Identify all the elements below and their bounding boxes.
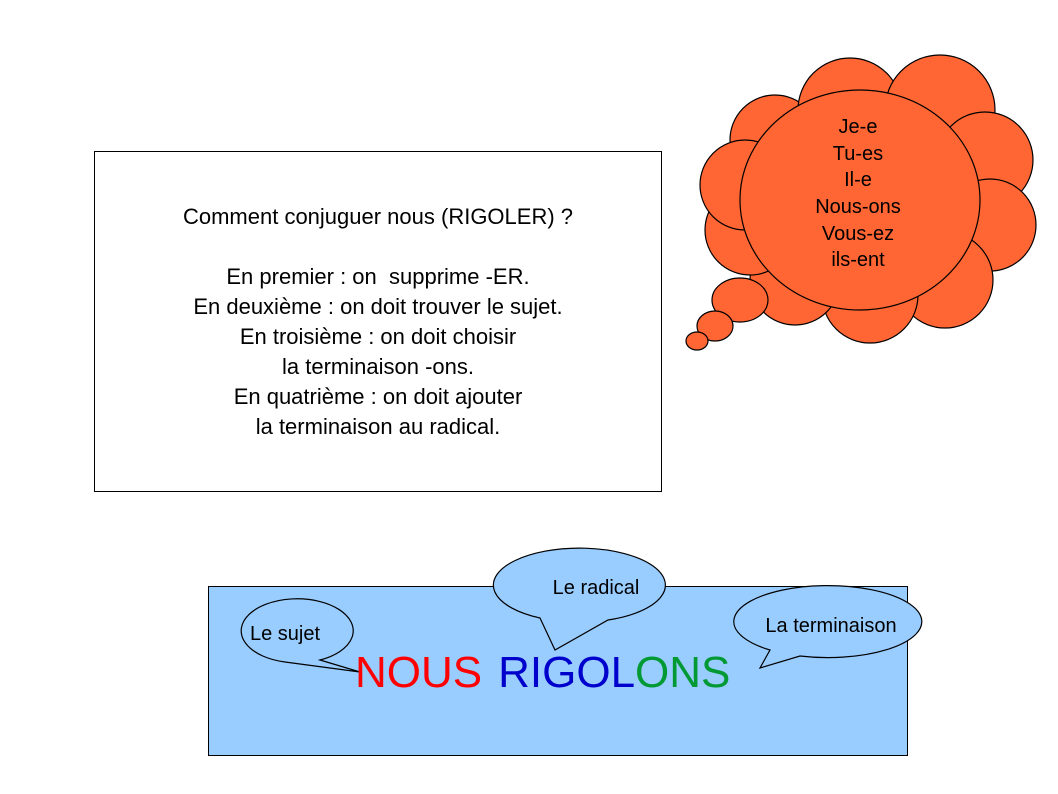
step-2: En deuxième : on doit trouver le sujet. [193, 294, 563, 319]
step-3-continued: la terminaison -ons. [282, 354, 474, 379]
callout-subject-label: Le sujet [250, 623, 320, 645]
step-4-continued: la terminaison au radical. [255, 414, 501, 439]
callout-ending-label: La terminaison [765, 615, 896, 637]
instructions-steps: En premier : on supprime -ER. En deuxièm… [95, 262, 661, 442]
subject-word: NOUS [355, 648, 482, 697]
endings-list: Je-e Tu-es Il-e Nous-ons Vous-ez ils-ent [815, 116, 901, 271]
instructions-title: Comment conjuguer nous (RIGOLER) ? [182, 204, 574, 229]
example-conjugated-verb: NOUS RIGOLONS [355, 648, 730, 697]
ending-ils: ils-ent [831, 249, 885, 271]
ending-word: ONS [635, 648, 730, 697]
radical-word: RIGOL [498, 648, 635, 697]
ending-il: Il-e [844, 169, 872, 191]
ending-vous: Vous-ez [822, 223, 894, 245]
callout-ending: La terminaison [733, 585, 923, 669]
step-4: En quatrième : on doit ajouter [233, 384, 523, 409]
ending-nous: Nous-ons [815, 196, 901, 218]
callout-subject: Le sujet [240, 598, 361, 673]
instructions-box: Comment conjuguer nous (RIGOLER) ? En pr… [94, 151, 662, 492]
callout-radical-label: Le radical [553, 577, 640, 599]
callout-radical: Le radical [492, 547, 666, 651]
endings-thought-cloud [685, 54, 1037, 351]
step-1: En premier : on supprime -ER. [226, 264, 530, 289]
ending-tu: Tu-es [833, 143, 883, 165]
step-3: En troisième : on doit choisir [239, 324, 517, 349]
ending-je: Je-e [839, 116, 878, 138]
